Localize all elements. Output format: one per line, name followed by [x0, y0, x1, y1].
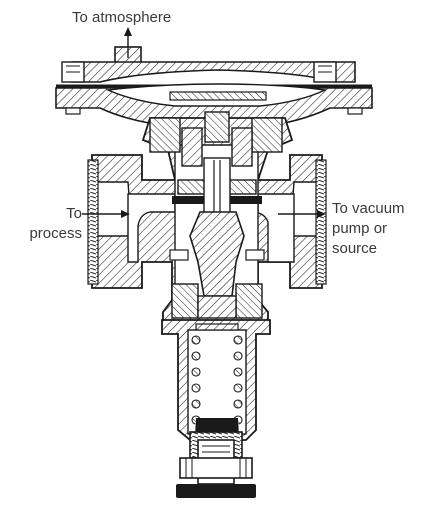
upper-guide — [149, 111, 283, 167]
label-vacuum-line1: To vacuum — [332, 200, 405, 217]
label-to-process-line2: process — [29, 225, 82, 242]
inlet-arrow — [82, 210, 130, 218]
valve-seat — [172, 157, 262, 215]
lower-guide — [171, 283, 263, 319]
label-vacuum-line2: pump or — [332, 220, 388, 237]
outlet-arrow — [278, 210, 326, 218]
valve-stem — [169, 211, 265, 297]
adjusting-screw — [176, 418, 256, 498]
label-vacuum-line3: source — [332, 240, 378, 257]
label-to-atmosphere: To atmosphere — [72, 9, 172, 26]
vent-port — [114, 27, 142, 64]
label-to-process-line1: To — [66, 205, 82, 222]
